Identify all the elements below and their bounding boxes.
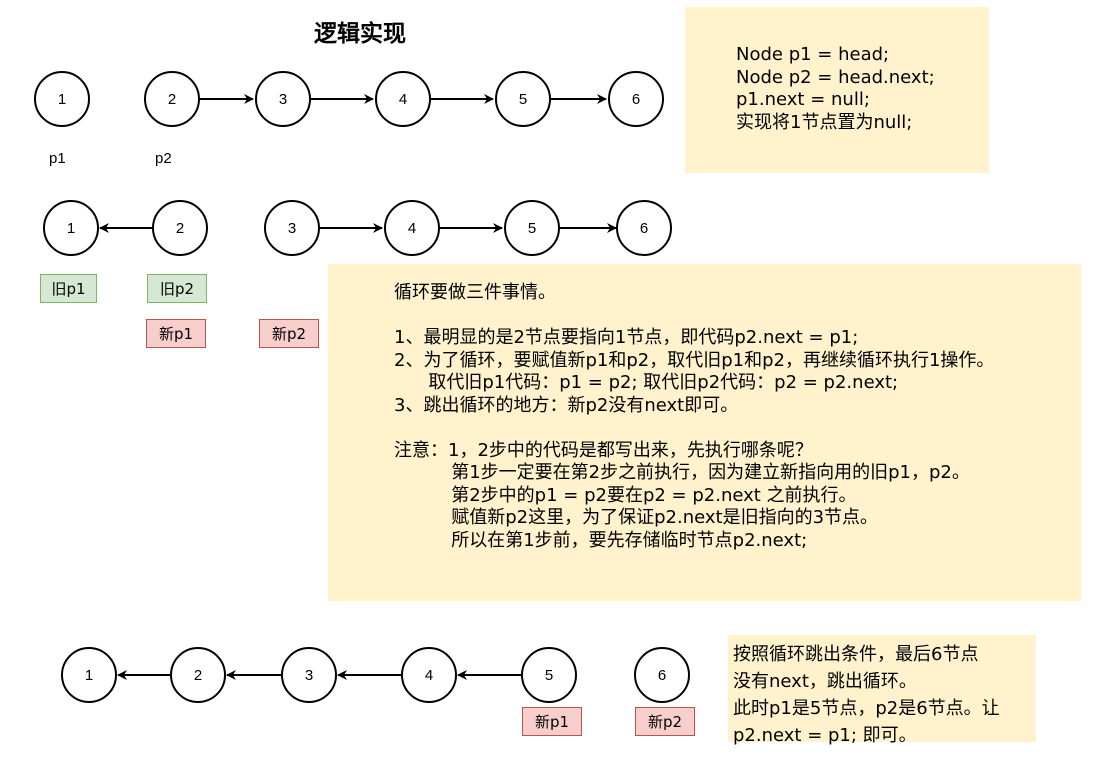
row2-node-5: 5	[504, 200, 560, 256]
row1-node-4: 4	[375, 71, 431, 127]
row2-node-1: 1	[43, 200, 99, 256]
tag-old-p1: 旧p1	[40, 274, 97, 303]
row3-node-4: 4	[401, 647, 457, 703]
row2-node-4: 4	[384, 200, 440, 256]
row3-tag-new-p1: 新p1	[522, 707, 582, 736]
row1-node-6: 6	[608, 71, 664, 127]
tag-new-p1: 新p1	[146, 319, 206, 348]
row3-node-5: 5	[521, 647, 577, 703]
row3-node-1: 1	[61, 647, 117, 703]
diagram-title: 逻辑实现	[314, 21, 406, 47]
tag-new-p2: 新p2	[259, 319, 319, 348]
loop-explanation-note: 循环要做三件事情。 1、最明显的是2节点要指向1节点，即代码p2.next = …	[328, 264, 1081, 601]
row1-node-5: 5	[495, 71, 551, 127]
row1-pointer-p1: p1	[49, 150, 66, 167]
row2-node-3: 3	[264, 200, 320, 256]
init-code-note: Node p1 = head; Node p2 = head.next; p1.…	[685, 7, 989, 173]
tag-old-p2: 旧p2	[147, 274, 207, 303]
row2-node-6: 6	[616, 200, 672, 256]
row3-node-6: 6	[634, 647, 690, 703]
row1-node-1: 1	[34, 71, 90, 127]
row1-node-3: 3	[255, 71, 311, 127]
exit-condition-note: 按照循环跳出条件，最后6节点 没有next，跳出循环。 此时p1是5节点，p2是…	[728, 635, 1036, 746]
row2-node-2: 2	[152, 200, 208, 256]
row3-node-2: 2	[170, 647, 226, 703]
row3-node-3: 3	[281, 647, 337, 703]
row1-pointer-p2: p2	[155, 150, 172, 167]
row1-node-2: 2	[144, 71, 200, 127]
row3-tag-new-p2: 新p2	[635, 707, 695, 736]
